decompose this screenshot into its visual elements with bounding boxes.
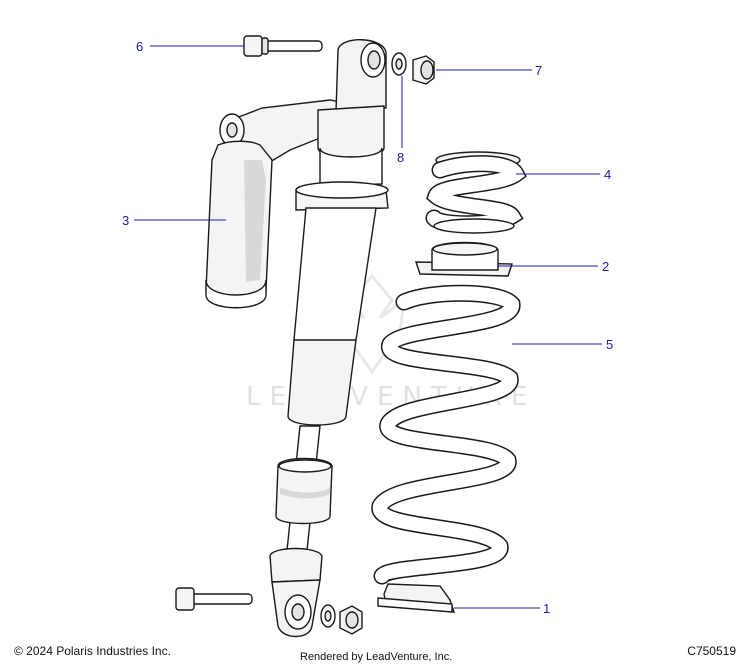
callout-6[interactable]: 6 bbox=[136, 39, 143, 54]
rendered-by-text: Rendered by LeadVenture, Inc. bbox=[300, 651, 453, 663]
part-2-spring-adapter[interactable] bbox=[415, 241, 513, 277]
callout-4[interactable]: 4 bbox=[604, 167, 611, 182]
part-8-washer[interactable] bbox=[391, 52, 407, 76]
callout-8[interactable]: 8 bbox=[397, 150, 404, 165]
part-4-secondary-spring[interactable] bbox=[425, 151, 527, 234]
part-3-reservoir[interactable] bbox=[205, 99, 355, 309]
lower-bolt[interactable] bbox=[175, 587, 253, 611]
callout-5[interactable]: 5 bbox=[606, 337, 613, 352]
figure-code: C750519 bbox=[687, 644, 736, 658]
copyright-text: © 2024 Polaris Industries Inc. bbox=[14, 644, 171, 658]
callout-1[interactable]: 1 bbox=[543, 601, 550, 616]
lower-washer[interactable] bbox=[320, 604, 336, 628]
lower-nut[interactable] bbox=[339, 605, 363, 635]
callout-7[interactable]: 7 bbox=[535, 63, 542, 78]
part-6-upper-bolt[interactable] bbox=[243, 35, 323, 57]
part-1-spring-seat[interactable] bbox=[377, 583, 456, 613]
callout-3[interactable]: 3 bbox=[122, 213, 129, 228]
callout-2[interactable]: 2 bbox=[602, 259, 609, 274]
shock-body[interactable] bbox=[269, 39, 389, 638]
part-5-main-spring[interactable] bbox=[371, 284, 521, 585]
part-7-nut[interactable] bbox=[412, 55, 435, 85]
